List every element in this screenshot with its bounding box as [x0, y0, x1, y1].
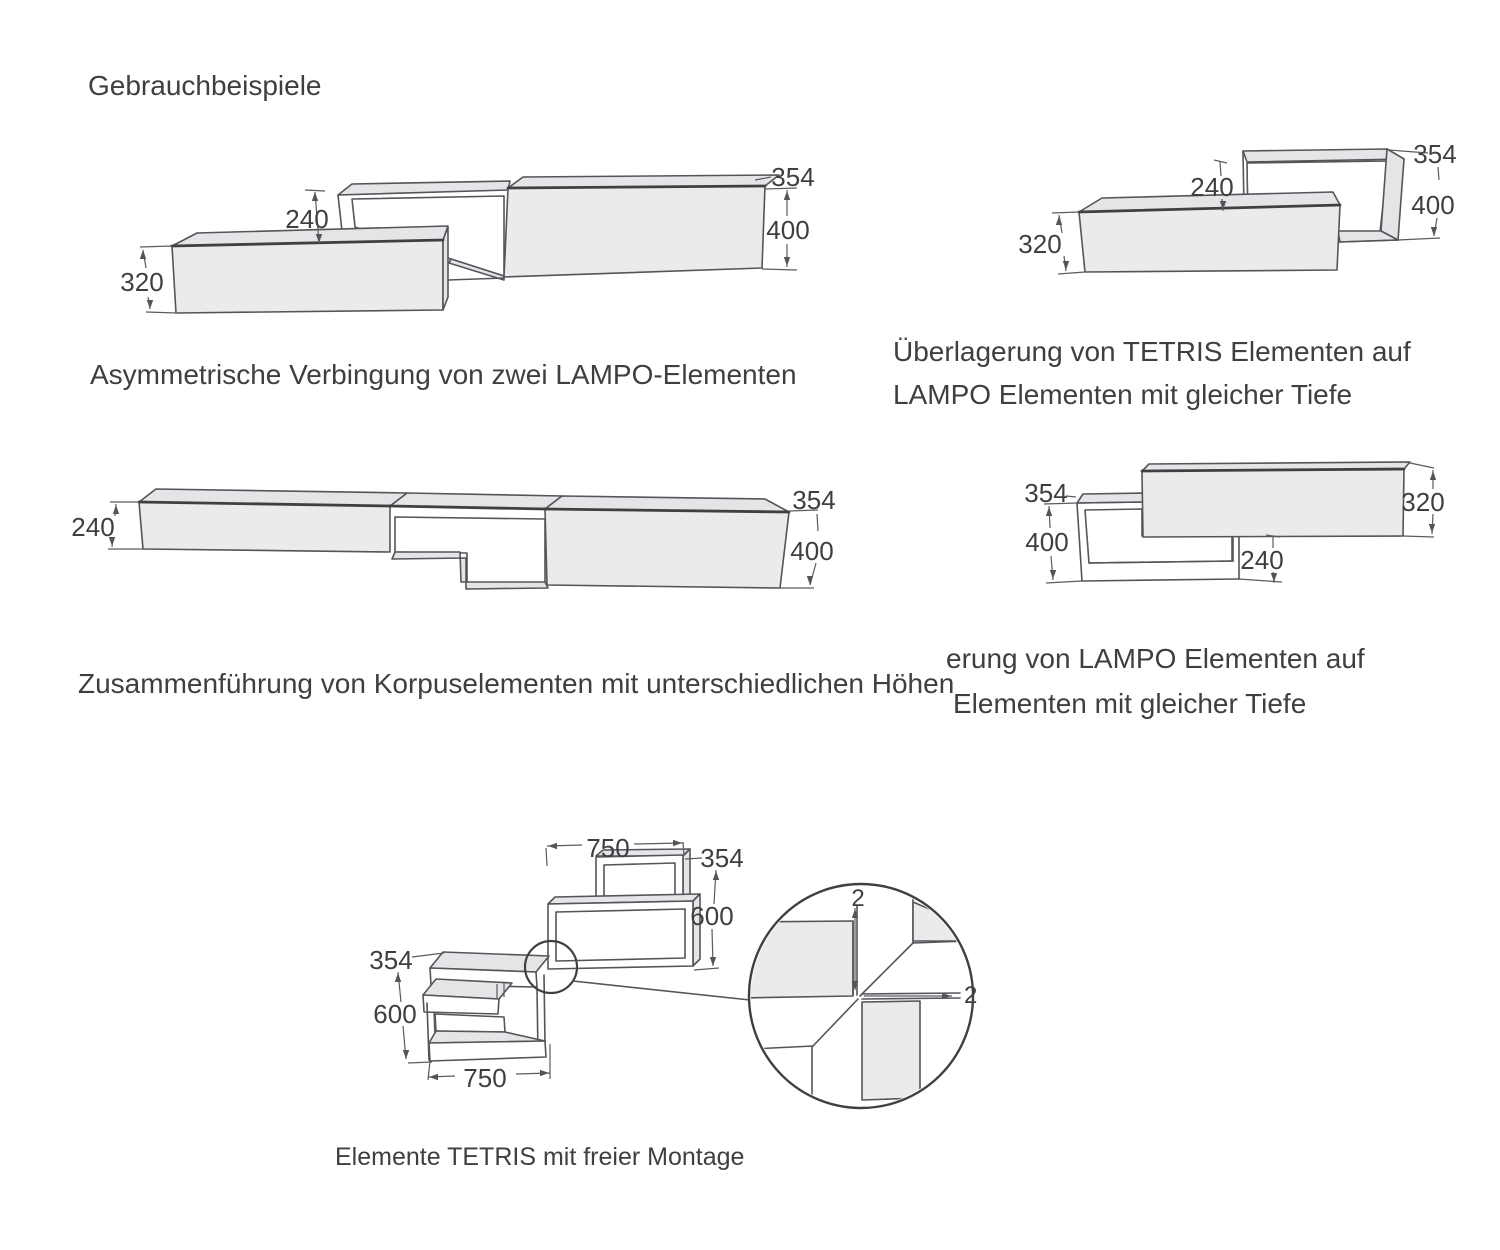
diagram-tetris-on-lampo: 240 354 400 320 [1018, 139, 1457, 275]
dim-400-label: 400 [1411, 190, 1454, 220]
caption-tetris-on-lampo-line1: Überlagerung von TETRIS Elementen auf [893, 336, 1411, 367]
dim-354-label: 354 [1413, 139, 1456, 169]
dim-320-label: 320 [120, 267, 163, 297]
dim-400-label: 400 [790, 536, 833, 566]
page-title: Gebrauchbeispiele [88, 70, 322, 101]
dim-750-bottom-label: 750 [463, 1063, 506, 1093]
dim-354-label: 354 [792, 485, 835, 515]
junction-detail-circle: 2 2 [747, 882, 977, 1110]
dim-240-label: 240 [71, 512, 114, 542]
gap-2mm-horizontal-label: 2 [964, 982, 977, 1009]
dim-600-left-label: 600 [373, 999, 416, 1029]
dim-240-label: 240 [1190, 172, 1233, 202]
diagram-lampo-on-tetris: 354 400 320 240 [1024, 461, 1445, 584]
caption-tetris-on-lampo-line2: LAMPO Elementen mit gleicher Tiefe [893, 379, 1353, 410]
junction-marker-circle [523, 939, 579, 995]
dim-354-top-label: 354 [700, 843, 743, 873]
dim-240-label: 240 [285, 204, 328, 234]
dim-354-left-label: 354 [369, 945, 412, 975]
caption-asymmetric-lampo: Asymmetrische Verbingung von zwei LAMPO-… [90, 359, 797, 390]
diagram-korpus-heights: 240 354 400 [71, 485, 836, 590]
diagram-asymmetric-lampo: 240 354 400 320 [120, 162, 815, 314]
caption-lampo-on-tetris-line2: Elementen mit gleicher Tiefe [953, 688, 1307, 719]
dim-320-label: 320 [1018, 229, 1061, 259]
caption-lampo-on-tetris-line1: erung von LAMPO Elementen auf [946, 643, 1365, 674]
dim-240-label: 240 [1240, 545, 1283, 575]
diagram-tetris-free-mount: 750 354 600 354 600 [369, 833, 751, 1093]
dim-400-label: 400 [766, 215, 809, 245]
dim-354-label: 354 [771, 162, 814, 192]
caption-korpus-heights: Zusammenführung von Korpuselementen mit … [78, 668, 955, 699]
dim-400-label: 400 [1025, 527, 1068, 557]
dim-320-label: 320 [1401, 487, 1444, 517]
caption-tetris-free-mount: Elemente TETRIS mit freier Montage [335, 1143, 745, 1171]
dim-750-top-label: 750 [586, 833, 629, 863]
gap-2mm-vertical-label: 2 [851, 885, 864, 912]
dim-600-right-label: 600 [690, 901, 733, 931]
